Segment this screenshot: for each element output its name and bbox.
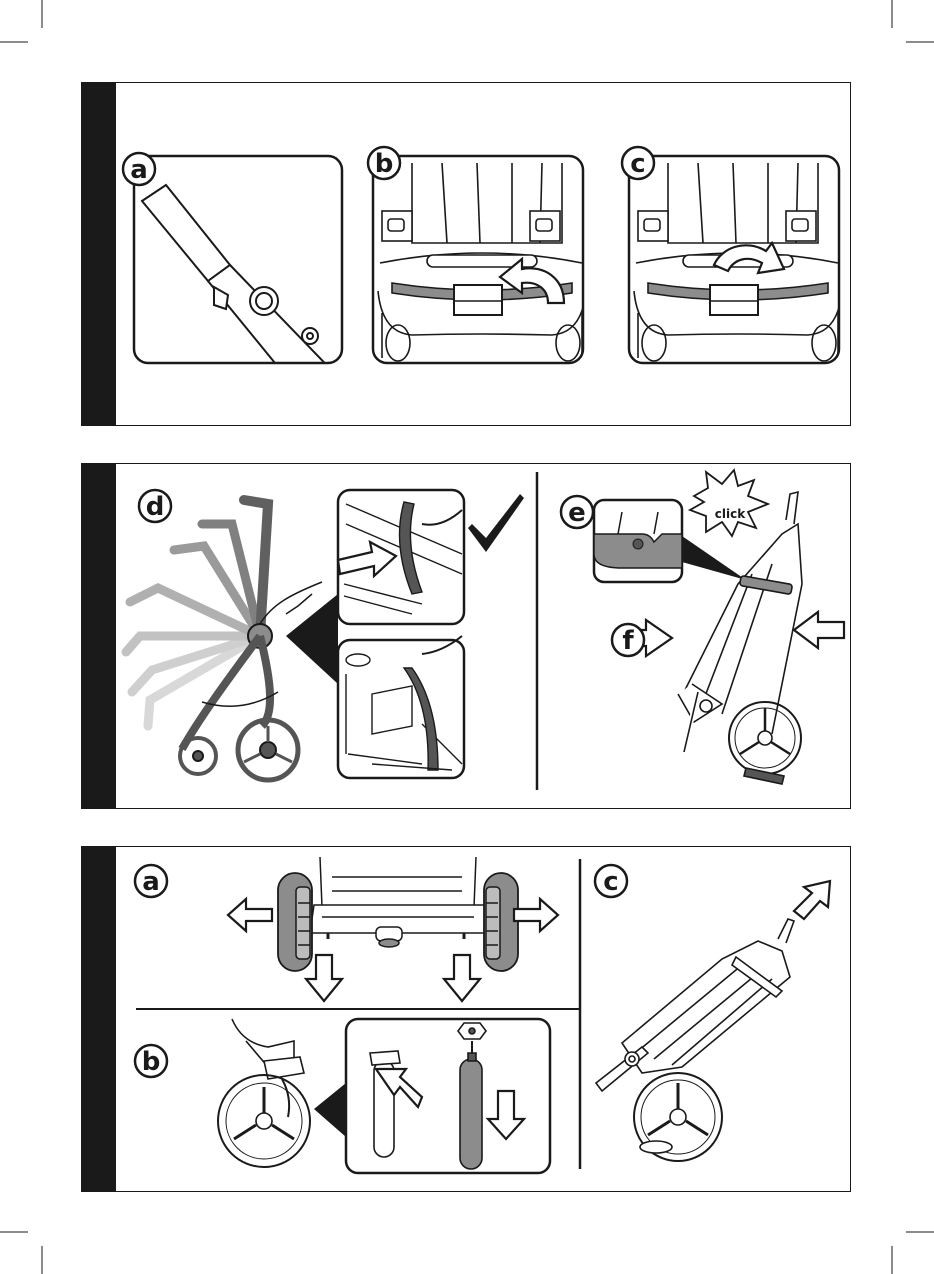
step-e-lock-detail (594, 500, 682, 582)
step-b-detail (346, 1019, 550, 1173)
svg-text:e: e (568, 498, 586, 528)
step-b-front-wheel (218, 1019, 310, 1167)
step-c-lift-arrow (794, 881, 830, 919)
step-badge-a: a (123, 153, 155, 185)
click-burst-icon: click (690, 470, 768, 536)
step-d-detail-bottom (338, 636, 464, 778)
step-b-illustration (378, 163, 586, 361)
svg-text:c: c (603, 867, 618, 897)
panel-2-illustrations: click (82, 464, 852, 810)
step-badge-d: d (139, 490, 171, 522)
step-d-detail-top (338, 490, 464, 624)
step-badge-e: e (561, 496, 593, 528)
check-mark-icon (468, 494, 524, 552)
step-f-folded-stroller (678, 492, 802, 784)
step-badge-c: c (595, 865, 627, 897)
step-c-rotate-arrow (714, 243, 784, 273)
step-f-push-arrow-right (794, 612, 844, 648)
step-badge-c: c (622, 147, 654, 179)
step-badge-b: b (368, 147, 400, 179)
panel-3: a b c (81, 846, 851, 1192)
svg-text:a: a (142, 867, 160, 897)
step-a-arrow-down-left (306, 955, 342, 1001)
panel-2: click (81, 463, 851, 809)
step-a-arrow-down-right (444, 955, 480, 1001)
step-a-arrow-left (228, 899, 272, 931)
step-badge-f: f (612, 624, 644, 656)
svg-text:c: c (630, 149, 645, 179)
panel-1-illustrations: a b c (82, 83, 852, 427)
svg-text:b: b (375, 149, 394, 179)
step-a-illustration (142, 185, 344, 401)
svg-text:d: d (146, 492, 165, 522)
svg-text:click: click (715, 507, 746, 521)
step-a-arrow-right (514, 899, 558, 931)
step-d-handle-positions (126, 500, 272, 726)
step-c-folded-stroller (596, 919, 794, 1161)
step-badge-b: b (135, 1045, 167, 1077)
panel-1: a b c (81, 82, 851, 426)
svg-text:f: f (622, 626, 634, 656)
panel-3-illustrations: a b c (82, 847, 852, 1193)
step-a-rear-wheels (278, 857, 518, 971)
step-b-detail-pointer (314, 1083, 346, 1137)
svg-text:b: b (142, 1047, 161, 1077)
step-e-detail-pointer (682, 536, 746, 580)
step-badge-a: a (135, 865, 167, 897)
svg-text:a: a (130, 155, 148, 185)
step-d-detail-pointer (286, 594, 338, 684)
